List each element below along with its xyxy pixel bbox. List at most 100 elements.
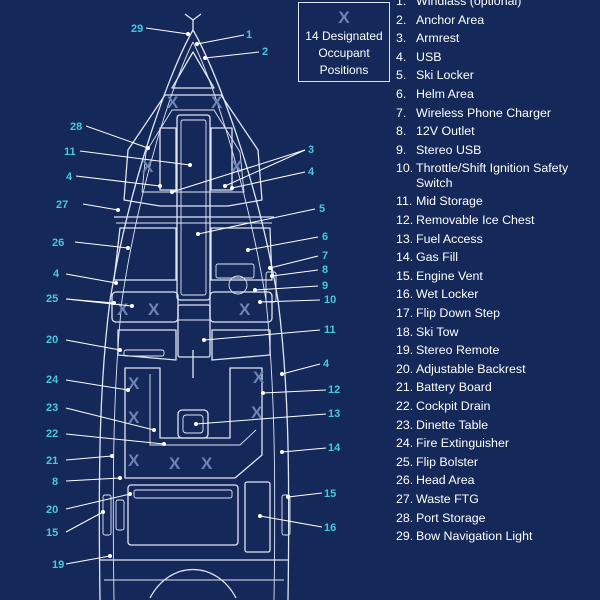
callout-28: 28 xyxy=(70,121,82,133)
key-number: 18. xyxy=(396,324,414,339)
key-item: 22.Cockpit Drain xyxy=(396,399,600,414)
key-item: 6.Helm Area xyxy=(396,87,600,102)
legend-line: Occupant xyxy=(318,46,370,60)
key-number: 27. xyxy=(396,491,414,506)
seat-marker: X xyxy=(128,408,140,427)
key-label: Dinette Table xyxy=(416,417,489,432)
key-item: 11.Mid Storage xyxy=(396,194,600,209)
key-item: 20.Adjustable Backrest xyxy=(396,362,600,377)
seat-marker: X xyxy=(231,157,243,176)
key-item: 25.Flip Bolster xyxy=(396,455,600,470)
key-number: 10. xyxy=(396,161,414,176)
key-label: Stereo Remote xyxy=(416,343,500,358)
key-label: Adjustable Backrest xyxy=(416,361,526,376)
callout-9: 9 xyxy=(322,280,328,292)
key-item: 27.Waste FTG xyxy=(396,492,600,507)
callout-14: 14 xyxy=(328,442,341,454)
key-item: 16.Wet Locker xyxy=(396,287,600,302)
callout-19: 19 xyxy=(52,559,64,571)
key-number: 4. xyxy=(396,49,407,64)
key-item: 24.Fire Extinguisher xyxy=(396,436,600,451)
seat-marker: X xyxy=(169,454,181,473)
key-label: Ski Tow xyxy=(416,324,459,339)
key-item: 29.Bow Navigation Light xyxy=(396,529,600,544)
key-item: 8.12V Outlet xyxy=(396,124,600,139)
seat-marker: X xyxy=(239,300,251,319)
key-number: 6. xyxy=(396,86,407,101)
callout-7: 7 xyxy=(322,250,328,262)
key-number: 15. xyxy=(396,268,414,283)
key-number: 17. xyxy=(396,306,414,320)
key-number: 16. xyxy=(396,287,414,302)
callout-25: 25 xyxy=(46,293,58,305)
callout-6: 6 xyxy=(322,231,328,243)
key-number: 12. xyxy=(396,213,414,228)
callout-11: 11 xyxy=(324,324,336,336)
key-label: Anchor Area xyxy=(416,12,485,27)
occupant-positions-legend: X 14 Designated Occupant Positions xyxy=(298,2,390,82)
key-number: 21. xyxy=(396,380,414,395)
key-number: 11. xyxy=(396,194,413,209)
key-label: Fuel Access xyxy=(416,231,483,246)
key-number: 14. xyxy=(396,250,414,265)
key-item: 23.Dinette Table xyxy=(396,418,600,433)
key-label: Ski Locker xyxy=(416,68,474,83)
key-label: Waste FTG xyxy=(416,491,479,506)
key-item: 15.Engine Vent xyxy=(396,269,600,284)
callout-4: 4 xyxy=(53,268,60,280)
callout-22: 22 xyxy=(46,428,58,440)
key-item: 9.Stereo USB xyxy=(396,143,600,158)
seat-marker: X xyxy=(128,451,140,470)
callout-11: 11 xyxy=(64,146,76,158)
key-label: Bow Navigation Light xyxy=(416,529,533,544)
key-number: 13. xyxy=(396,231,414,246)
seat-marker: X xyxy=(251,403,263,422)
callout-15: 15 xyxy=(46,527,58,539)
callout-4: 4 xyxy=(323,358,330,370)
key-number: 19. xyxy=(396,343,414,358)
seat-marker: X xyxy=(142,157,154,176)
key-item: 14.Gas Fill xyxy=(396,250,600,265)
key-item: 28.Port Storage xyxy=(396,511,600,526)
key-label: USB xyxy=(416,49,442,64)
seat-marker: X xyxy=(167,93,179,112)
key-number: 28. xyxy=(396,510,414,525)
key-item: 17.Flip Down Step xyxy=(396,306,600,321)
callout-numbers: 29 1 2 28 11 3 4 4 27 5 26 6 7 4 8 9 25 … xyxy=(46,23,341,571)
key-label: Flip Bolster xyxy=(416,454,478,469)
feature-key-list: 1.Windlass (optional) 2.Anchor Area 3.Ar… xyxy=(396,0,600,548)
key-label: Armrest xyxy=(416,31,460,46)
key-label: Throttle/Shift Ignition Safety Switch xyxy=(416,161,569,190)
key-label: Fire Extinguisher xyxy=(416,436,509,451)
key-number: 25. xyxy=(396,454,414,469)
key-label: Engine Vent xyxy=(416,268,483,283)
key-number: 2. xyxy=(396,12,407,27)
key-label: Stereo USB xyxy=(416,142,482,157)
key-number: 1. xyxy=(396,0,407,8)
callout-10: 10 xyxy=(324,294,336,306)
seat-marker: X xyxy=(201,454,213,473)
key-label: Cockpit Drain xyxy=(416,398,491,413)
key-number: 20. xyxy=(396,361,414,376)
key-label: Gas Fill xyxy=(416,250,458,265)
callout-16: 16 xyxy=(324,522,336,534)
key-item: 21.Battery Board xyxy=(396,380,600,395)
key-number: 8. xyxy=(396,124,407,139)
callout-13: 13 xyxy=(328,408,340,420)
key-item: 2. Anchor Area xyxy=(396,13,600,28)
legend-line: 14 Designated xyxy=(305,29,383,43)
key-number: 5. xyxy=(396,68,407,83)
callout-8: 8 xyxy=(322,264,328,276)
callout-20: 20 xyxy=(46,504,58,516)
key-item: 1. Windlass (optional) xyxy=(396,0,600,9)
key-label: Windlass (optional) xyxy=(416,0,522,8)
seat-marker: X xyxy=(128,374,140,393)
key-label: Port Storage xyxy=(416,510,486,525)
callout-4: 4 xyxy=(308,166,315,178)
seat-markers: X X X X X X X X X X X X X X xyxy=(117,93,265,473)
callout-15: 15 xyxy=(324,488,336,500)
key-number: 22. xyxy=(396,398,414,413)
key-number: 26. xyxy=(396,473,414,488)
seat-marker: X xyxy=(148,300,160,319)
callout-1: 1 xyxy=(246,29,252,41)
